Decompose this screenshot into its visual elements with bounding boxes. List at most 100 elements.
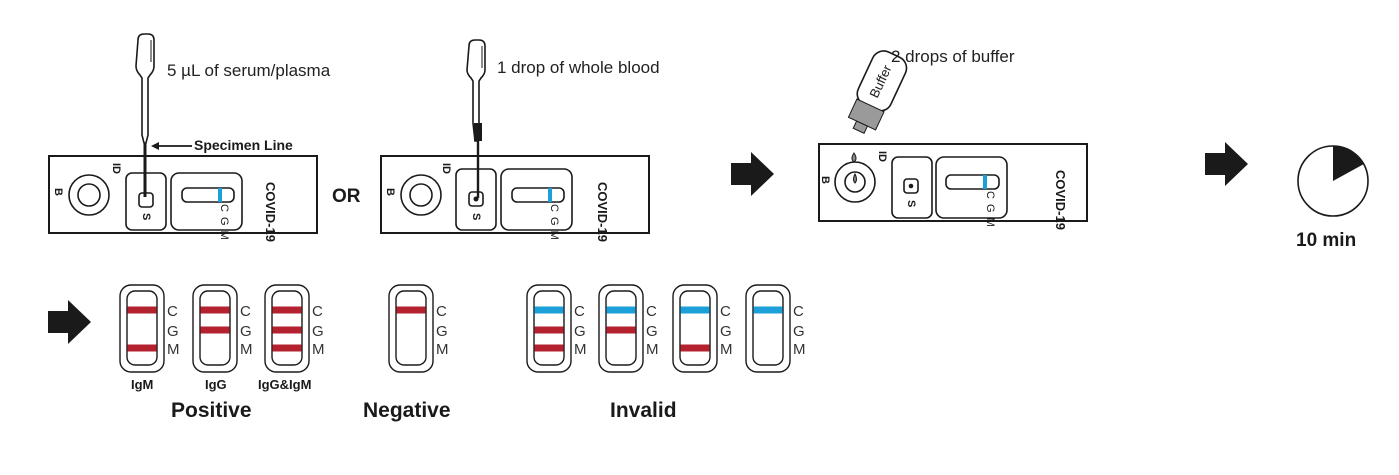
strip-window (126, 290, 158, 366)
strip-letter-m: M (312, 341, 325, 358)
arrow-right-icon (731, 152, 774, 196)
cassette-buffer (818, 143, 1088, 222)
strip-window (605, 290, 637, 366)
strip-letter-g: G (646, 323, 658, 340)
cassette-brand: COVID-19 (1053, 170, 1068, 230)
strip-letter-m: M (720, 341, 733, 358)
strip-letter-c: C (574, 303, 585, 320)
cassette-serum (48, 155, 318, 234)
test-line-m (272, 344, 302, 352)
letter-g: G (218, 217, 230, 227)
control-line (548, 188, 552, 202)
sample-well (468, 191, 484, 207)
strip-letter-g: G (167, 323, 179, 340)
strip-letter-m: M (436, 341, 449, 358)
cassette-line-letters: C G M (218, 204, 230, 241)
buffer-bottle-icon: Buffer (847, 50, 908, 135)
cassette-serum-graphic (48, 155, 318, 234)
strip-letter-g: G (312, 323, 324, 340)
letter-c: C (218, 204, 230, 213)
test-line-m (127, 344, 157, 352)
result-strip: CGM (745, 284, 806, 373)
buffer-well-label: B (384, 188, 396, 196)
result-strip: CGM (598, 284, 659, 373)
test-line-c (200, 306, 230, 314)
letter-g: G (984, 204, 996, 214)
strip-window (533, 290, 565, 366)
sample-well-label: S (905, 200, 917, 208)
result-window-frame (170, 172, 243, 231)
control-line (218, 188, 222, 202)
timer-icon (1297, 145, 1369, 217)
control-line (983, 175, 987, 189)
test-line-c (606, 306, 636, 314)
strip-letter-c: C (240, 303, 251, 320)
test-line-c (272, 306, 302, 314)
test-line-c (753, 306, 783, 314)
cassette-brand: COVID-19 (263, 182, 278, 242)
letter-m: M (984, 217, 996, 228)
test-line-g (272, 326, 302, 334)
strip-letter-m: M (167, 341, 180, 358)
cassette-blood (380, 155, 650, 234)
buffer-well (68, 174, 110, 216)
letter-m: M (218, 230, 230, 241)
result-strip: CGM (119, 284, 180, 373)
result-window (511, 187, 565, 203)
arrow-right-icon (48, 300, 91, 344)
arrow-right-icon (1205, 142, 1248, 186)
sample-well (903, 178, 919, 194)
strip-letter-m: M (646, 341, 659, 358)
strip-letter-c: C (312, 303, 323, 320)
result-strip: CGM (672, 284, 733, 373)
result-strip: CGM (388, 284, 449, 373)
strip-caption: IgG (205, 377, 227, 392)
letter-m: M (548, 230, 560, 241)
cassette-id-mark: ID (110, 163, 122, 174)
strip-letter-m: M (574, 341, 587, 358)
result-window (945, 174, 1000, 190)
strip-window (395, 290, 427, 366)
or-label: OR (332, 186, 361, 207)
strip-caption: IgG&IgM (258, 377, 312, 392)
test-line-m (680, 344, 710, 352)
letter-c: C (548, 204, 560, 213)
strip-window (199, 290, 231, 366)
strip-letter-m: M (240, 341, 253, 358)
serum-instruction: 5 µL of serum/plasma (167, 61, 331, 80)
timer-label: 10 min (1296, 230, 1357, 251)
sample-well-label: S (140, 213, 152, 221)
strip-letter-g: G (436, 323, 448, 340)
result-group-title: Positive (171, 399, 252, 422)
buffer-well (400, 174, 442, 216)
strip-window (752, 290, 784, 366)
strip-letter-g: G (574, 323, 586, 340)
strip-window (271, 290, 303, 366)
cassette-brand: COVID-19 (595, 182, 610, 242)
result-strip: CGM (192, 284, 253, 373)
test-line-m (534, 344, 564, 352)
result-strip: CGM (264, 284, 325, 373)
strip-letter-c: C (720, 303, 731, 320)
pipette-blood-icon (466, 39, 486, 198)
strip-caption: IgM (131, 377, 154, 392)
buffer-instruction: 2 drops of buffer (891, 47, 1015, 66)
pipette-serum-icon (135, 33, 192, 197)
buffer-well (834, 161, 876, 203)
cassette-buffer-graphic (818, 143, 1088, 222)
buffer-well-label: B (52, 188, 64, 196)
cassette-id-mark: ID (440, 163, 452, 174)
test-line-c (127, 306, 157, 314)
specimen-line-callout: Specimen Line (194, 137, 293, 153)
test-line-c (534, 306, 564, 314)
letter-g: G (548, 217, 560, 227)
sample-well-label: S (470, 213, 482, 221)
letter-c: C (984, 191, 996, 200)
strip-letter-c: C (167, 303, 178, 320)
strip-letter-g: G (720, 323, 732, 340)
strip-letter-c: C (793, 303, 804, 320)
test-line-g (534, 326, 564, 334)
result-window (181, 187, 235, 203)
result-group-title: Negative (363, 399, 451, 422)
